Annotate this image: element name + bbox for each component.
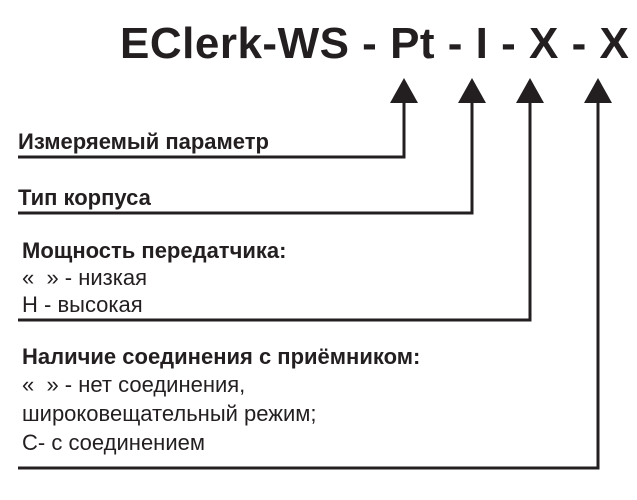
code-separator: - xyxy=(435,19,476,68)
field-option-power-low: « » - низкая xyxy=(22,265,148,290)
product-code-title: EClerk-WS - Pt - I - X - X xyxy=(120,19,629,68)
connector-connection xyxy=(18,103,600,470)
field-heading-measured: Измеряемый параметр xyxy=(18,129,269,154)
field-option-connection-broadcast: широковещательный режим; xyxy=(22,401,317,426)
code-param-power: X xyxy=(529,19,559,68)
code-param-connection: X xyxy=(599,19,630,68)
field-heading-connection: Наличие соединения с приёмником: xyxy=(22,344,421,369)
code-separator: - xyxy=(488,19,530,68)
field-option-connection-with: С- с соединением xyxy=(22,430,205,455)
arrowhead-connection xyxy=(584,78,612,103)
field-option-connection-none: « » - нет соединения, xyxy=(22,372,246,397)
field-option-power-high: Н - высокая xyxy=(22,292,143,317)
connector-measured xyxy=(18,103,406,159)
code-param-measured: Pt xyxy=(390,19,436,68)
arrowhead-power xyxy=(516,78,544,103)
connector-housing xyxy=(18,103,474,215)
code-param-housing: I xyxy=(475,19,489,68)
code-base: EClerk-WS xyxy=(120,19,350,68)
code-separator: - xyxy=(558,19,600,68)
arrowhead-housing xyxy=(458,78,486,103)
code-separator: - xyxy=(349,19,391,68)
connector-power xyxy=(18,103,532,322)
field-heading-housing: Тип корпуса xyxy=(18,185,151,210)
field-heading-power: Мощность передатчика: xyxy=(22,238,287,263)
arrowhead-measured xyxy=(390,78,418,103)
